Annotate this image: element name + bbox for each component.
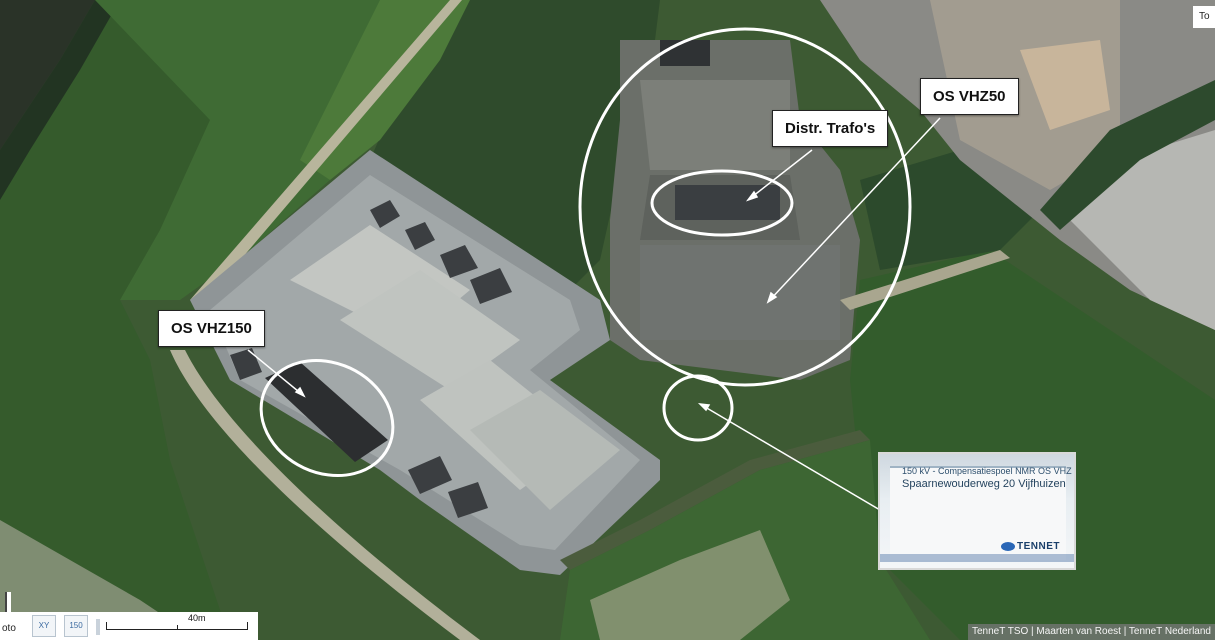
scale-150-icon[interactable]: 150 (64, 615, 88, 637)
field-middle (370, 0, 660, 300)
industrial-buildings (1070, 130, 1215, 330)
substation-old-yard-low (640, 245, 840, 340)
building-small-3 (405, 222, 435, 250)
sign-title-line: 150 kV - Compensatiespoel NMR OS VHZ (902, 466, 1072, 476)
sign-stripe (880, 554, 1074, 562)
map-controls-panel: oto XY 150 40m (0, 612, 258, 640)
arrow-compensation (697, 403, 881, 511)
sign-logo: TENNET (1001, 541, 1060, 552)
substation-old-building (660, 40, 710, 66)
highlight-distr-trafo-circle (650, 169, 794, 237)
scale-label: 40m (188, 613, 206, 623)
building-small-1 (230, 348, 262, 380)
substation-old-yard-top (640, 80, 790, 170)
highlight-os-vhz150-circle (259, 358, 395, 478)
tennet-logo-icon (1001, 541, 1015, 551)
top-right-tab[interactable]: To (1193, 6, 1215, 28)
arrow-os-vhz50 (766, 117, 941, 304)
field-bottom-left (0, 520, 200, 640)
sign-logo-text: TENNET (1017, 541, 1060, 552)
highlight-compensation-circle (662, 374, 734, 442)
callout-os-vhz50: OS VHZ50 (920, 78, 1019, 115)
industrial-green-strip (1040, 80, 1215, 230)
building-small-5 (470, 268, 512, 304)
scale-bar (106, 622, 248, 630)
field-bottom-light (590, 530, 790, 640)
building-small-2 (370, 200, 400, 228)
road-bottom-mid (560, 430, 870, 570)
building-small-4 (440, 245, 478, 278)
substation-new-yard-d (470, 390, 620, 510)
field-left-stripe (0, 0, 120, 200)
field-left (0, 0, 310, 640)
layer-switcher-handle[interactable] (5, 592, 11, 614)
callout-os-vhz150: OS VHZ150 (158, 310, 265, 347)
substation-new-yard-b (340, 270, 520, 390)
sign-photo: 150 kV - Compensatiespoel NMR OS VHZ Spa… (878, 452, 1076, 570)
road-bottom (170, 350, 480, 640)
arrow-os-vhz150 (247, 349, 306, 398)
layer-label[interactable]: oto (2, 623, 16, 634)
tool-separator (96, 619, 100, 635)
map-attribution: TenneT TSO | Maarten van Roest | TenneT … (967, 624, 1215, 640)
building-os-vhz150 (265, 362, 388, 462)
substation-old-trafo-area (675, 185, 780, 220)
scale-bar-midtick (177, 625, 178, 629)
sign-board (890, 466, 1066, 560)
building-small-7 (448, 482, 488, 518)
industrial-dump (1020, 40, 1110, 130)
field-left-dark (0, 0, 95, 150)
building-small-6 (408, 456, 452, 494)
road-left (190, 0, 462, 305)
xy-coordinate-icon[interactable]: XY (32, 615, 56, 637)
highlight-os-vhz50-circle (578, 27, 912, 387)
arrow-distr-trafo (745, 149, 813, 202)
callout-distr-trafos: Distr. Trafo's (772, 110, 889, 147)
sign-address-line: Spaarnewouderweg 20 Vijfhuizen (902, 478, 1066, 490)
road-right (840, 250, 1010, 310)
